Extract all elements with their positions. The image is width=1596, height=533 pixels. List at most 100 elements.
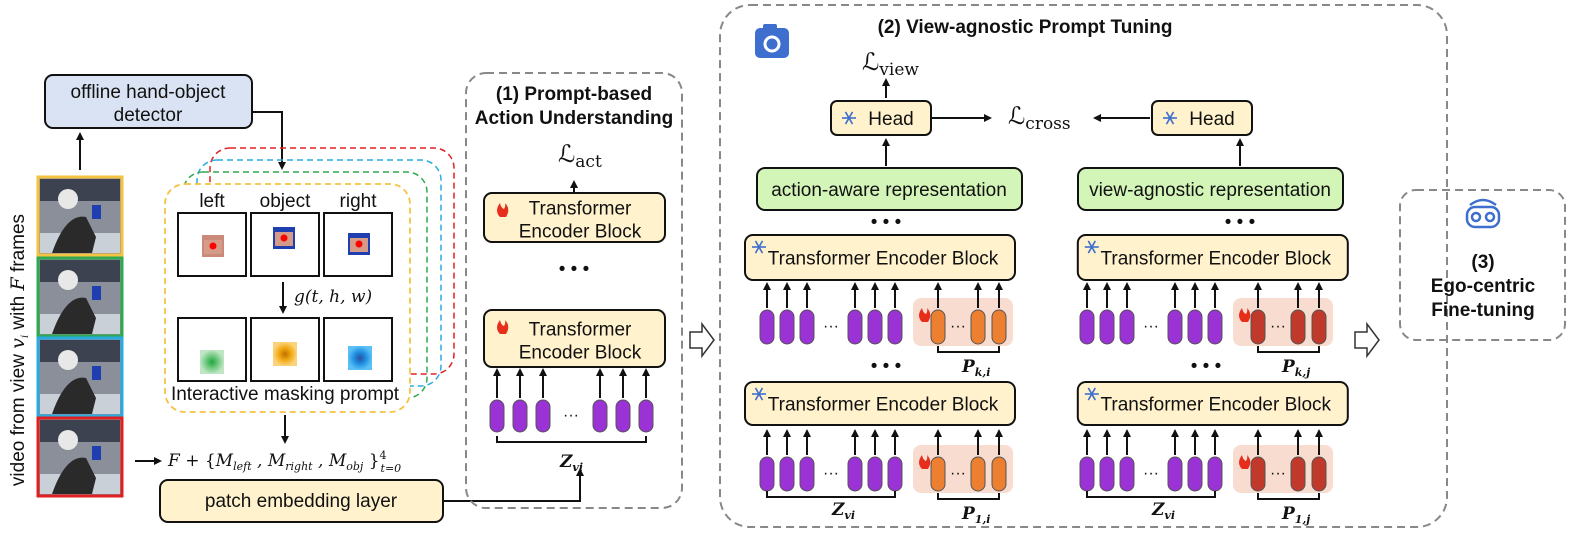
token bbox=[799, 456, 815, 492]
token bbox=[1119, 456, 1135, 492]
snowflake-icon bbox=[752, 387, 766, 401]
token bbox=[847, 309, 863, 345]
bracket bbox=[1086, 491, 1216, 498]
token bbox=[970, 309, 986, 345]
section3-title-3: Fine-tuning bbox=[1431, 300, 1534, 321]
token-ellipsis: ··· bbox=[950, 465, 966, 482]
block-label: Transformer Encoder Block bbox=[768, 249, 999, 270]
detector-label-2: detector bbox=[114, 105, 183, 126]
block-label: Transformer bbox=[529, 320, 632, 341]
video-caption: video from view vi with F frames bbox=[7, 214, 31, 486]
fire-icon bbox=[919, 308, 931, 322]
head-label: Head bbox=[868, 109, 913, 130]
gaussian-function: g(t, h, w) bbox=[294, 287, 372, 307]
prompt-label: Pk,i bbox=[961, 357, 990, 379]
video-frame bbox=[36, 416, 124, 498]
transformer-encoder-block-frozen: Transformer Encoder Block bbox=[744, 234, 1016, 281]
token-ellipsis: ··· bbox=[1143, 318, 1159, 335]
loss-act: ℒact bbox=[558, 140, 602, 172]
video-frame bbox=[36, 175, 124, 257]
video-frame bbox=[36, 256, 124, 338]
mask-caption: Interactive masking prompt bbox=[171, 384, 400, 405]
gaussian-mask-box bbox=[250, 317, 320, 382]
hollow-arrow-2-to-3 bbox=[1354, 321, 1380, 359]
token-ellipsis: ··· bbox=[950, 318, 966, 335]
token bbox=[512, 399, 528, 433]
section1-tokens: ··· bbox=[489, 368, 654, 443]
token bbox=[930, 309, 946, 345]
token bbox=[1290, 456, 1306, 492]
token bbox=[1311, 309, 1327, 345]
snowflake-icon bbox=[842, 111, 856, 125]
mask-header: left bbox=[199, 191, 225, 212]
patch-embedding-label: patch embedding layer bbox=[205, 491, 398, 512]
section3-title-1: (3) bbox=[1471, 252, 1494, 273]
token bbox=[779, 456, 795, 492]
token bbox=[991, 456, 1007, 492]
section3-title-2: Ego-centric bbox=[1431, 276, 1536, 297]
tokens-label-zvi: Zvi bbox=[559, 452, 583, 474]
token bbox=[489, 399, 505, 433]
head-label: Head bbox=[1189, 109, 1234, 130]
block-label: Transformer Encoder Block bbox=[1101, 249, 1332, 270]
vr-headset-icon bbox=[1465, 198, 1501, 229]
token bbox=[1099, 309, 1115, 345]
head-box: Head bbox=[1151, 100, 1253, 136]
prompt-label: P1,j bbox=[1281, 504, 1310, 526]
patch-embedding-layer: patch embedding layer bbox=[159, 479, 444, 523]
representation-box: action-aware representation bbox=[756, 167, 1023, 211]
token bbox=[930, 456, 946, 492]
token bbox=[1187, 456, 1203, 492]
token bbox=[1079, 456, 1095, 492]
hand-crop-box bbox=[177, 212, 247, 277]
block-label: Transformer bbox=[529, 199, 632, 220]
ellipsis: • • • bbox=[559, 259, 590, 280]
transformer-encoder-block-frozen: Transformer Encoder Block bbox=[744, 381, 1016, 426]
hollow-arrow-1-to-2 bbox=[689, 321, 715, 359]
snowflake-icon bbox=[752, 240, 766, 254]
section1-panel bbox=[465, 72, 683, 509]
token bbox=[1250, 309, 1266, 345]
fire-icon bbox=[1239, 308, 1251, 322]
token-ellipsis: ··· bbox=[823, 465, 839, 482]
section1-title-1: (1) Prompt-based bbox=[496, 84, 652, 105]
gaussian-mask-box bbox=[323, 317, 393, 382]
mask-header: right bbox=[340, 191, 378, 212]
token bbox=[535, 399, 551, 433]
snowflake-icon bbox=[1163, 111, 1177, 125]
block-label: Transformer Encoder Block bbox=[768, 395, 999, 416]
hand-object-detector: offline hand-object detector bbox=[44, 74, 253, 129]
block-label: Transformer Encoder Block bbox=[1101, 395, 1332, 416]
token bbox=[1311, 456, 1327, 492]
fire-icon bbox=[1239, 455, 1251, 469]
bracket bbox=[496, 436, 647, 443]
bracket bbox=[1257, 346, 1320, 353]
token bbox=[615, 399, 631, 433]
bracket bbox=[1257, 493, 1320, 500]
token bbox=[887, 456, 903, 492]
token bbox=[592, 399, 608, 433]
token-ellipsis: ··· bbox=[823, 318, 839, 335]
hand-crop-box bbox=[250, 212, 320, 277]
token bbox=[759, 309, 775, 345]
prompt-label: P1,i bbox=[961, 504, 990, 526]
token bbox=[1167, 309, 1183, 345]
token bbox=[970, 456, 986, 492]
detector-label-1: offline hand-object bbox=[71, 82, 227, 103]
transformer-encoder-block-frozen: Transformer Encoder Block bbox=[1076, 234, 1349, 281]
token-ellipsis: ··· bbox=[1143, 465, 1159, 482]
representation-label: action-aware representation bbox=[771, 180, 1007, 201]
gaussian-mask-box bbox=[177, 317, 247, 382]
arrow-embedding-to-section1 bbox=[443, 468, 584, 502]
fire-icon bbox=[497, 203, 509, 217]
video-frames bbox=[36, 175, 124, 498]
bracket bbox=[937, 493, 1000, 500]
bracket bbox=[937, 346, 1000, 353]
token bbox=[1290, 309, 1306, 345]
token bbox=[799, 309, 815, 345]
token bbox=[867, 309, 883, 345]
